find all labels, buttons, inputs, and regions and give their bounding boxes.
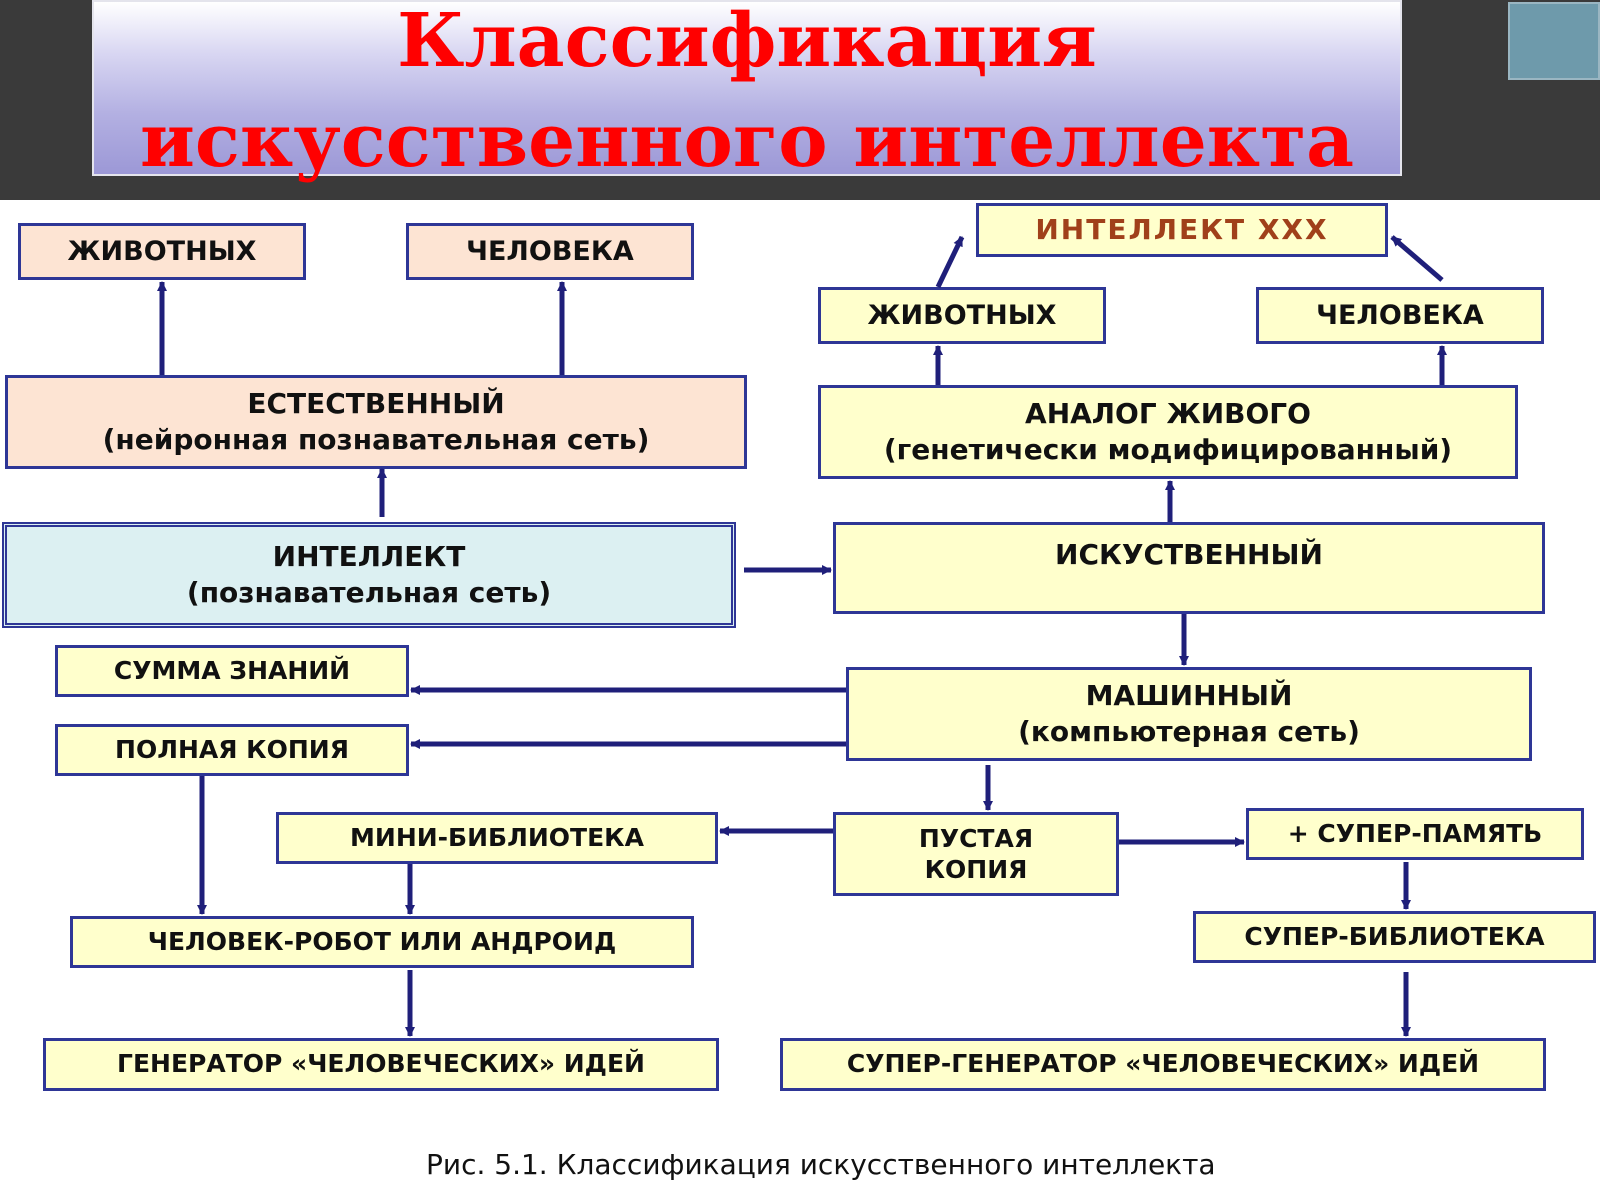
node-label: ПУСТАЯ xyxy=(918,823,1034,853)
node-super-generator: СУПЕР-ГЕНЕРАТОР «ЧЕЛОВЕЧЕСКИХ» ИДЕЙ xyxy=(780,1038,1546,1091)
node-generator: ГЕНЕРАТОР «ЧЕЛОВЕЧЕСКИХ» ИДЕЙ xyxy=(43,1038,719,1091)
node-label: ЧЕЛОВЕКА xyxy=(1316,299,1484,331)
node-intellect-xxx: ИНТЕЛЛЕКТ XXX xyxy=(976,203,1388,257)
node-label: МАШИННЫЙ xyxy=(1085,678,1293,712)
node-intellect: ИНТЕЛЛЕКТ (познавательная сеть) xyxy=(2,522,736,628)
node-natural: ЕСТЕСТВЕННЫЙ (нейронная познавательная с… xyxy=(5,375,747,469)
node-machine: МАШИННЫЙ (компьютерная сеть) xyxy=(846,667,1532,761)
node-animals-left: ЖИВОТНЫХ xyxy=(18,223,306,280)
node-android: ЧЕЛОВЕК-РОБОТ ИЛИ АНДРОИД xyxy=(70,916,694,968)
arrow-human-to-xxx xyxy=(1390,235,1444,282)
node-label: СУПЕР-ГЕНЕРАТОР «ЧЕЛОВЕЧЕСКИХ» ИДЕЙ xyxy=(846,1049,1480,1079)
node-human-left: ЧЕЛОВЕКА xyxy=(406,223,694,280)
node-label: СУММА ЗНАНИЙ xyxy=(113,655,351,685)
node-label: ЕСТЕСТВЕННЫЙ xyxy=(247,386,505,420)
node-label: СУПЕР-БИБЛИОТЕКА xyxy=(1244,921,1545,951)
node-sublabel: (познавательная сеть) xyxy=(186,576,552,609)
node-label-line2: КОПИЯ xyxy=(924,855,1028,884)
node-label: ГЕНЕРАТОР «ЧЕЛОВЕЧЕСКИХ» ИДЕЙ xyxy=(117,1049,645,1079)
node-mini-library: МИНИ-БИБЛИОТЕКА xyxy=(276,812,718,864)
node-label: ЧЕЛОВЕКА xyxy=(466,235,634,267)
node-sublabel: (нейронная познавательная сеть) xyxy=(102,423,650,456)
node-label: + СУПЕР-ПАМЯТЬ xyxy=(1287,818,1543,848)
corner-decoration xyxy=(1508,2,1600,80)
node-label: ИСКУСТВЕННЫЙ xyxy=(1055,538,1323,571)
node-label: ЧЕЛОВЕК-РОБОТ ИЛИ АНДРОИД xyxy=(147,926,617,956)
node-animals-right: ЖИВОТНЫХ xyxy=(818,287,1106,344)
node-label: МИНИ-БИБЛИОТЕКА xyxy=(350,822,644,852)
title-line-1: Классификация xyxy=(397,0,1097,84)
node-knowledge-sum: СУММА ЗНАНИЙ xyxy=(55,645,409,697)
node-label: ЖИВОТНЫХ xyxy=(67,235,257,267)
node-label: АНАЛОГ ЖИВОГО xyxy=(1025,396,1311,430)
title-panel xyxy=(92,0,1402,176)
node-human-right: ЧЕЛОВЕКА xyxy=(1256,287,1544,344)
title-line-2: искусственного интеллекта xyxy=(139,98,1355,184)
node-super-library: СУПЕР-БИБЛИОТЕКА xyxy=(1193,911,1596,963)
node-label: ИНТЕЛЛЕКТ XXX xyxy=(1035,212,1329,246)
node-super-memory: + СУПЕР-ПАМЯТЬ xyxy=(1246,808,1584,860)
node-label: ИНТЕЛЛЕКТ xyxy=(272,539,466,573)
node-sublabel: (генетически модифицированный) xyxy=(883,433,1453,466)
node-label: ПОЛНАЯ КОПИЯ xyxy=(115,734,349,764)
figure-caption: Рис. 5.1. Классификация искусственного и… xyxy=(426,1148,1216,1181)
node-artificial: ИСКУСТВЕННЫЙ xyxy=(833,522,1545,614)
node-full-copy: ПОЛНАЯ КОПИЯ xyxy=(55,724,409,776)
node-sublabel: (компьютерная сеть) xyxy=(1018,715,1360,748)
node-label: ЖИВОТНЫХ xyxy=(867,299,1057,331)
node-empty-copy: ПУСТАЯ КОПИЯ xyxy=(833,812,1119,896)
arrow-animals-to-xxx xyxy=(935,235,965,289)
node-analog: АНАЛОГ ЖИВОГО (генетически модифицирован… xyxy=(818,385,1518,479)
